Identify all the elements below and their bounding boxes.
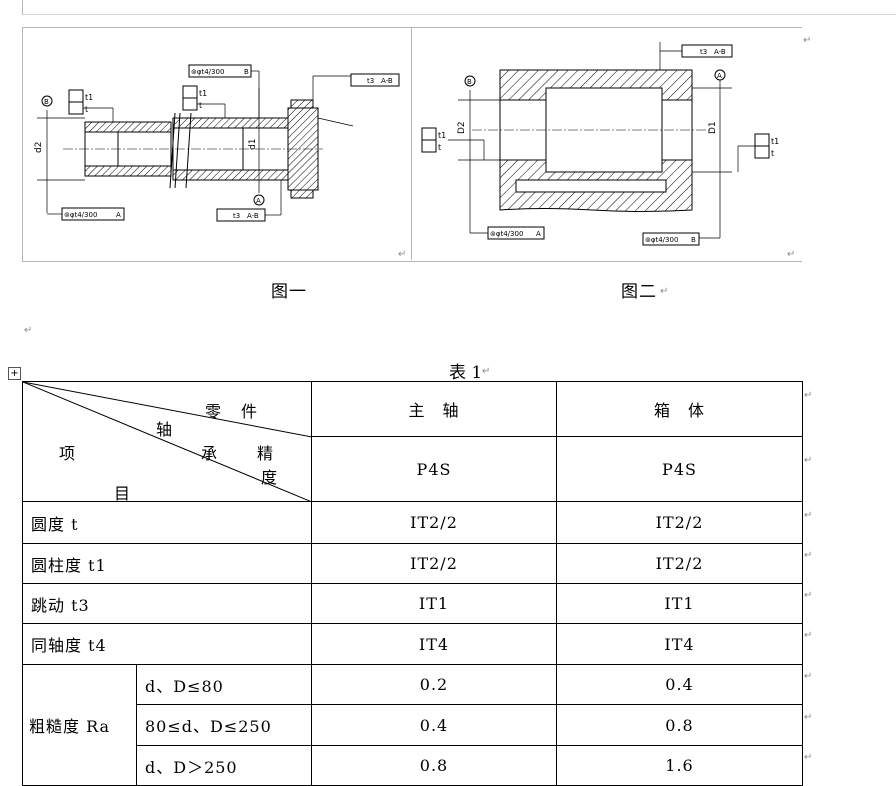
cell-box: IT2/2 (556, 543, 803, 584)
header-part-label: 零 件 (205, 402, 260, 421)
frame-t4-bottom: ⊚φt4/300 (64, 211, 97, 219)
cell-box: IT4 (556, 623, 803, 665)
frame-t1-label: t1 (771, 137, 779, 146)
header-degree-label: 度 (261, 468, 279, 487)
frame-t3: t3 (700, 48, 707, 56)
figure-2-caption: 图二 (621, 282, 657, 302)
row-end-mark: ↵ (804, 590, 813, 601)
cell-box: 0.8 (556, 704, 803, 746)
cell-box: IT1 (556, 583, 803, 624)
row-end-mark: ↵ (804, 630, 813, 641)
page-top-border (22, 0, 896, 15)
header-precision-label: 精 (257, 444, 275, 463)
paragraph-mark: ↵ (803, 35, 812, 46)
row-label: 圆柱度 t1 (22, 543, 312, 584)
frame-t4-top-ref: B (244, 68, 249, 76)
col-header-spindle: 主 轴 (311, 381, 557, 437)
row-end-mark: ↵ (804, 390, 813, 401)
header-diagonal-lines (23, 382, 312, 502)
paragraph-mark: ↵ (398, 249, 407, 260)
figure-frame (22, 27, 802, 262)
frame-b: ⊚φt4/300 (645, 236, 678, 244)
roughness-range: 80≤d、D≤250 (136, 704, 312, 746)
frame-b-ref: B (691, 236, 696, 244)
row-end-mark: ↵ (804, 671, 813, 682)
grade-spindle: P4S (311, 436, 557, 502)
header-diagonal-cell: 零 件 轴 承 精 度 项 目 (22, 381, 312, 503)
row-end-mark: ↵ (804, 510, 813, 521)
row-label: 圆度 t (22, 501, 312, 544)
frame-t4-bottom-ref: A (116, 211, 121, 219)
frame-t1-label: t1 (85, 93, 93, 102)
row-end-mark: ↵ (804, 455, 813, 466)
figure-1-spindle-drawing: d2 B d1 A t1 t t1 t ⊚φt4/300 B ⊚φt4/300 … (34, 64, 400, 222)
figure-2-housing-drawing: D2 B D1 A t3 A-B t1 t t1 t ⊚φt4/300 A ⊚φ… (421, 42, 779, 246)
col-header-box: 箱 体 (556, 381, 803, 437)
row-end-mark: ↵ (804, 752, 813, 763)
frame-t3-top: t3 (367, 77, 374, 85)
dim-D1-label: D1 (708, 121, 718, 134)
dim-d2-label: d2 (34, 142, 44, 153)
cell-box: 0.4 (556, 664, 803, 705)
cell-spindle: 0.4 (311, 704, 557, 746)
cell-box: 1.6 (556, 745, 803, 786)
frame-t3-bottom-ref: A-B (247, 212, 259, 220)
datum-bubble-label: A (717, 72, 722, 80)
roughness-range: d、D＞250 (136, 745, 312, 786)
header-bearing-label: 承 (201, 444, 219, 463)
spec-table: 零 件 轴 承 精 度 项 目 主 轴 箱 体 P4S P4S 圆度 t IT2… (22, 381, 803, 786)
cell-spindle: 0.2 (311, 664, 557, 705)
grade-box: P4S (556, 436, 803, 502)
paragraph-mark: ↵ (787, 249, 796, 260)
frame-t3-ref: A-B (714, 48, 726, 56)
header-axis-label: 轴 (156, 420, 174, 439)
datum-bubble-label: B (44, 98, 49, 106)
frame-t1-label: t1 (199, 89, 207, 98)
frame-t4-top: ⊚φt4/300 (191, 68, 224, 76)
cell-spindle: IT2/2 (311, 543, 557, 584)
dim-d1-label: d1 (248, 139, 258, 150)
cell-spindle: IT2/2 (311, 501, 557, 544)
frame-t-label: t (199, 101, 202, 110)
table-title: 表 1 (449, 363, 483, 383)
frame-t-label: t (438, 143, 441, 152)
cell-spindle: IT4 (311, 623, 557, 665)
dim-D2-label: D2 (457, 121, 467, 134)
row-label: 跳动 t3 (22, 583, 312, 624)
header-item-label: 项 (59, 444, 77, 463)
datum-bubble-label: B (467, 78, 472, 86)
table-move-handle[interactable]: + (8, 367, 21, 380)
row-end-mark: ↵ (804, 712, 813, 723)
roughness-range: d、D≤80 (136, 664, 312, 705)
frame-a: ⊚φt4/300 (490, 230, 523, 238)
paragraph-mark: ↵ (660, 286, 669, 297)
cell-spindle: IT1 (311, 583, 557, 624)
cell-box: IT2/2 (556, 501, 803, 544)
frame-t-label: t (85, 105, 88, 114)
frame-t3-top-ref: A-B (381, 77, 393, 85)
row-label: 同轴度 t4 (22, 623, 312, 665)
roughness-label: 粗糙度 Ra (22, 664, 137, 786)
frame-t1-label: t1 (438, 131, 446, 140)
paragraph-mark: ↵ (24, 325, 33, 336)
figure-divider (411, 27, 412, 260)
frame-t3-bottom: t3 (233, 212, 240, 220)
frame-t-label: t (771, 149, 774, 158)
datum-bubble-label: A (256, 197, 261, 205)
figure-1-caption: 图一 (271, 282, 307, 302)
row-end-mark: ↵ (804, 550, 813, 561)
header-item2-label: 目 (114, 484, 132, 503)
paragraph-mark: ↵ (482, 366, 491, 377)
cell-spindle: 0.8 (311, 745, 557, 786)
frame-a-ref: A (536, 230, 541, 238)
